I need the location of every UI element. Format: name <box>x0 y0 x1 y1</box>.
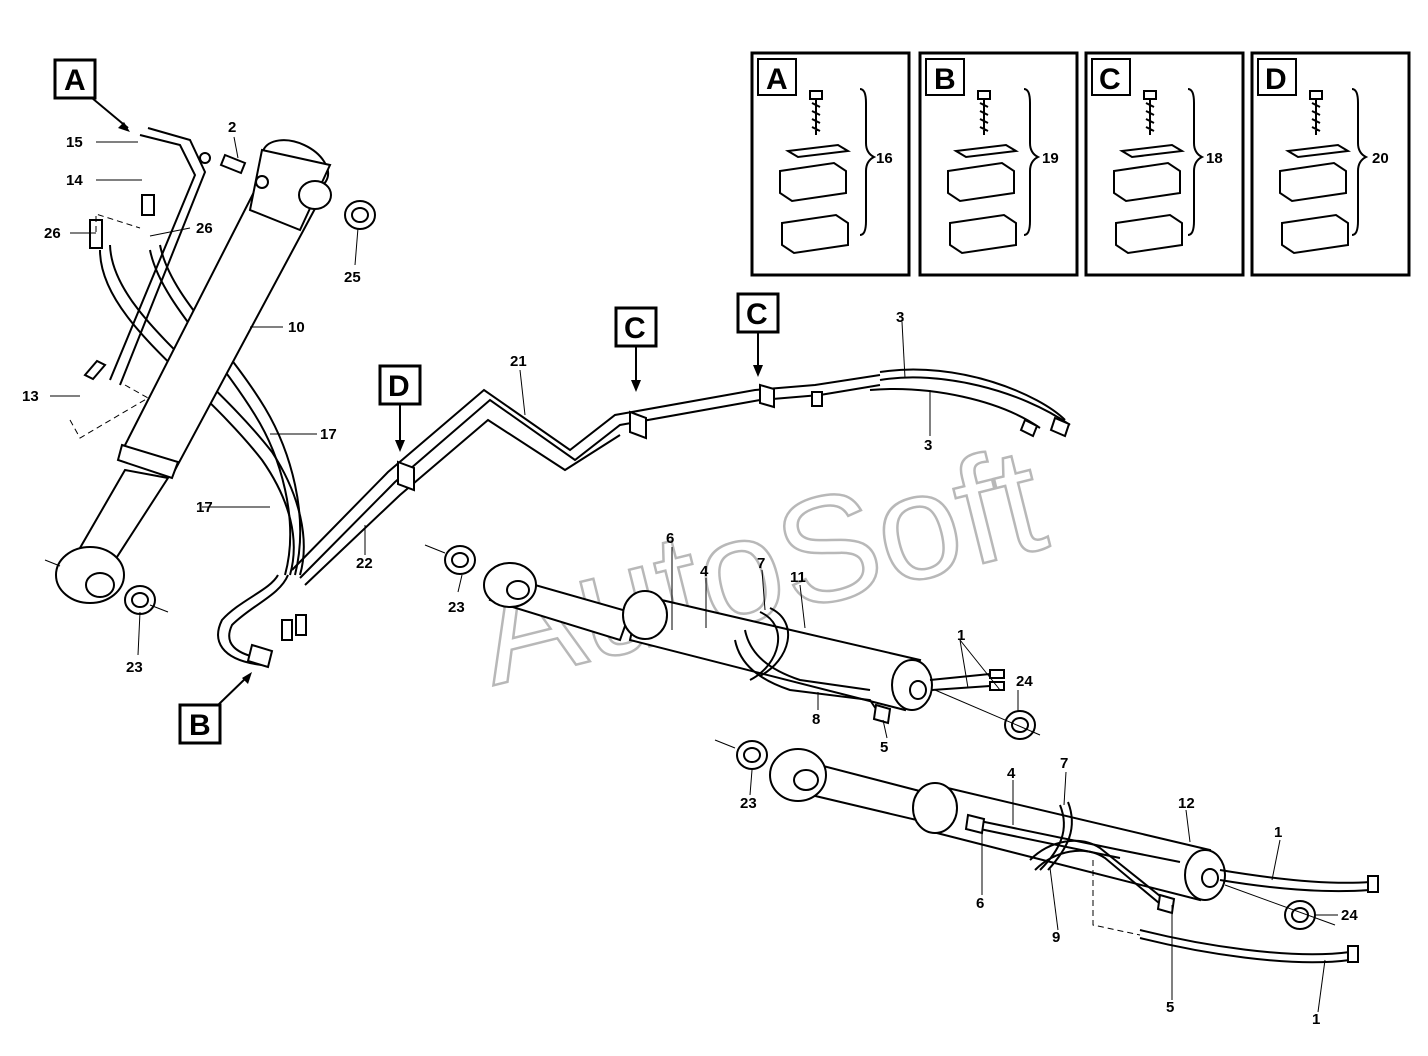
detail-panel-d-ref: 20 <box>1372 150 1389 167</box>
part-label: 3 <box>896 309 904 326</box>
part-label: 3 <box>924 437 932 454</box>
detail-panel-c: C 18 <box>1084 51 1245 277</box>
cylinder-lower <box>714 739 1379 964</box>
detail-panel-b-ref: 19 <box>1042 150 1059 167</box>
part-label: 26 <box>44 225 61 242</box>
part-label: 1 <box>1312 1011 1320 1028</box>
part-label: 1 <box>957 627 965 644</box>
detail-panel-d-letter: D <box>1265 63 1287 96</box>
pipe-run <box>217 368 1071 669</box>
part-labels: 15 14 26 26 13 2 10 17 17 25 23 22 21 3 … <box>22 119 1358 1028</box>
part-label: 5 <box>1166 999 1174 1016</box>
part-label: 17 <box>320 426 337 443</box>
part-label: 8 <box>812 711 820 728</box>
boom-cylinder-left <box>44 127 376 615</box>
part-label: 4 <box>700 563 709 580</box>
part-label: 15 <box>66 134 83 151</box>
part-label: 7 <box>757 555 765 572</box>
part-label: 22 <box>356 555 373 572</box>
view-marker-c-1: C <box>614 306 658 392</box>
cylinder-middle <box>424 544 1041 740</box>
part-label: 9 <box>1052 929 1060 946</box>
part-label: 5 <box>880 739 888 756</box>
part-label: 23 <box>448 599 465 616</box>
part-label: 25 <box>344 269 361 286</box>
detail-panel-c-letter: C <box>1099 63 1121 96</box>
part-label: 14 <box>66 172 83 189</box>
detail-panel-a-ref: 16 <box>876 150 893 167</box>
part-label: 2 <box>228 119 236 136</box>
part-label: 4 <box>1007 765 1016 782</box>
view-marker-a: A <box>53 58 130 132</box>
part-label: 6 <box>666 530 674 547</box>
view-marker-d: D <box>378 364 422 452</box>
view-marker-b: B <box>178 672 252 745</box>
part-label: 24 <box>1016 673 1033 690</box>
part-label: 24 <box>1341 907 1358 924</box>
part-label: 23 <box>126 659 143 676</box>
detail-panel-c-ref: 18 <box>1206 150 1223 167</box>
detail-panel-a: A 16 <box>750 51 911 277</box>
part-label: 23 <box>740 795 757 812</box>
part-label: 26 <box>196 220 213 237</box>
part-label: 6 <box>976 895 984 912</box>
svg-text:C: C <box>624 312 646 345</box>
svg-text:C: C <box>746 298 768 331</box>
svg-text:B: B <box>189 709 211 742</box>
part-label: 7 <box>1060 755 1068 772</box>
detail-panel-b-letter: B <box>934 63 956 96</box>
part-label: 21 <box>510 353 527 370</box>
detail-panel-b: B 19 <box>918 51 1079 277</box>
part-label: 17 <box>196 499 213 516</box>
detail-panel-d: D 20 <box>1250 51 1411 277</box>
svg-text:A: A <box>64 64 86 97</box>
part-label: 12 <box>1178 795 1195 812</box>
part-label: 13 <box>22 388 39 405</box>
part-label: 11 <box>790 569 806 586</box>
part-label: 1 <box>1274 824 1282 841</box>
part-label: 10 <box>288 319 305 336</box>
view-marker-c-2: C <box>736 292 780 377</box>
svg-text:D: D <box>388 370 410 403</box>
detail-panel-a-letter: A <box>766 63 788 96</box>
